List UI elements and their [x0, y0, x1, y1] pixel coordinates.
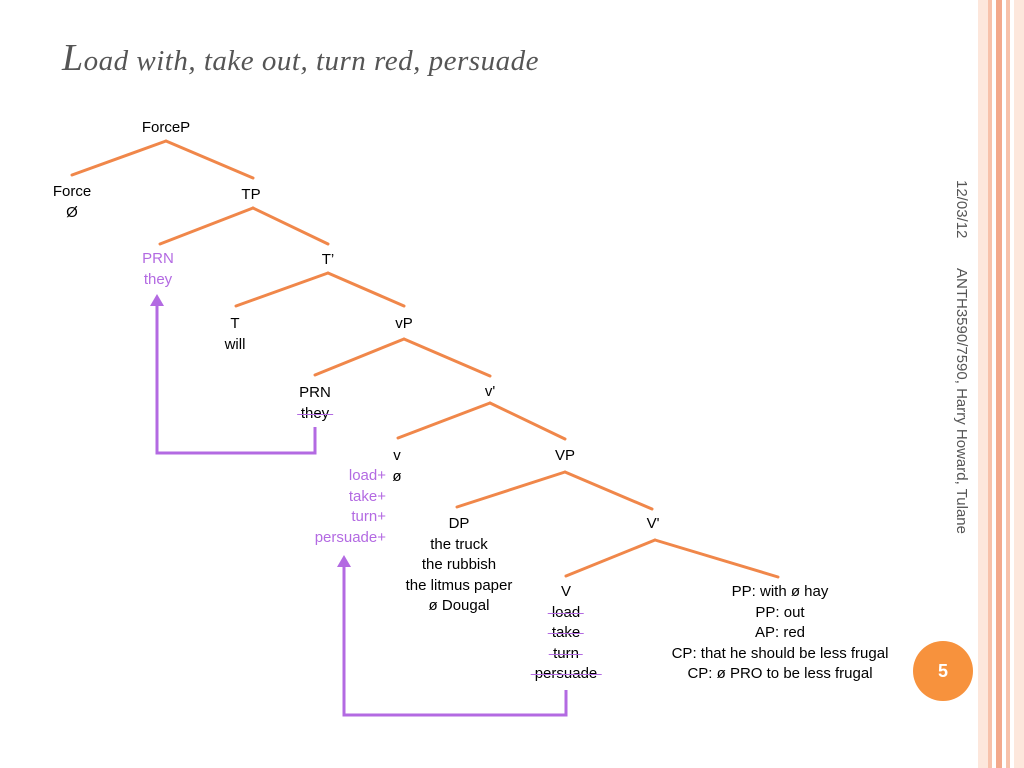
trace-verb-take: take: [547, 623, 585, 644]
trace-verb-persuade: persuade: [530, 664, 601, 685]
moved-verb-take: take+: [348, 487, 386, 505]
page-number-badge: 5: [913, 641, 973, 701]
node-t: T will: [224, 315, 246, 353]
decor-stripe-5: [1014, 0, 1024, 768]
branch-vp-vbar: [402, 337, 492, 378]
decor-stripe-4: [1006, 0, 1010, 768]
decor-stripe-3: [996, 0, 1002, 768]
branch-vp-prn: [313, 337, 406, 377]
movement-arrow-subject: [155, 304, 317, 455]
branch-forcep-force: [70, 139, 168, 177]
trace-verb-turn: turn: [549, 644, 583, 665]
moved-verb-persuade: persuade+: [314, 528, 386, 546]
branch-tp-prn: [158, 206, 255, 246]
node-tp: TP: [241, 186, 261, 203]
movement-arrow-verb-head: [337, 555, 351, 567]
movement-arrow-verb: [342, 565, 568, 717]
moved-verb-turn: turn+: [351, 508, 386, 525]
branch-tbar-vp: [326, 271, 406, 308]
complement-item: CP: that he should be less frugal: [671, 644, 889, 662]
dp-item: the truck: [430, 535, 488, 553]
moved-verb-load: load+: [348, 467, 386, 484]
branch-tp-tbar: [251, 206, 330, 246]
node-little-v: v ø: [392, 447, 402, 485]
branch-VP-dp: [455, 470, 567, 509]
node-prn-spec: PRN they: [142, 250, 174, 288]
node-force: Force Ø: [52, 183, 92, 221]
node-tbar: T’: [321, 251, 335, 268]
page-number: 5: [937, 660, 948, 681]
decor-stripe-1: [978, 0, 988, 768]
node-big-v: V load take turn persuade: [530, 582, 601, 685]
dp-item: the litmus paper: [405, 576, 513, 594]
slide-date: 12/03/12: [953, 180, 970, 239]
branch-VP-Vbar: [563, 470, 654, 511]
node-prn-trace: PRN they: [296, 383, 334, 425]
node-dp: DP the truck the rubbish the litmus pape…: [406, 514, 513, 617]
branch-forcep-tp: [164, 139, 255, 180]
node-complements: PP: with ø hay PP: out AP: red CP: that …: [672, 582, 889, 685]
dp-item: ø Dougal: [428, 597, 490, 614]
movement-arrow-subject-head: [150, 294, 164, 306]
decor-stripe-2: [988, 0, 992, 768]
branch-Vbar-comp: [653, 538, 780, 579]
prn-trace-word: they: [296, 404, 334, 425]
complement-item: PP: with ø hay: [731, 583, 829, 600]
complement-item: PP: out: [755, 603, 805, 621]
trace-verb-load: load: [547, 603, 585, 624]
node-big-vp: VP: [554, 447, 576, 464]
branch-vbar-VP: [488, 401, 567, 441]
dp-item: the rubbish: [421, 556, 497, 573]
node-little-vp: vP: [395, 315, 413, 332]
complement-item: CP: ø PRO to be less frugal: [687, 665, 873, 682]
branch-vbar-v: [396, 401, 492, 440]
slide-title: Load with, take out, turn red, persuade: [62, 37, 539, 79]
slide-footer: ANTH3590/7590, Harry Howard, Tulane: [953, 268, 970, 534]
branch-Vbar-V: [564, 538, 657, 578]
complement-item: AP: red: [754, 624, 806, 641]
moved-verbs: load+ take+ turn+ persuade+: [290, 466, 386, 548]
node-big-vbar: V': [646, 515, 660, 532]
node-forcep: ForceP: [141, 119, 191, 136]
node-little-vbar: v': [484, 383, 496, 400]
branch-tbar-t: [234, 271, 330, 308]
